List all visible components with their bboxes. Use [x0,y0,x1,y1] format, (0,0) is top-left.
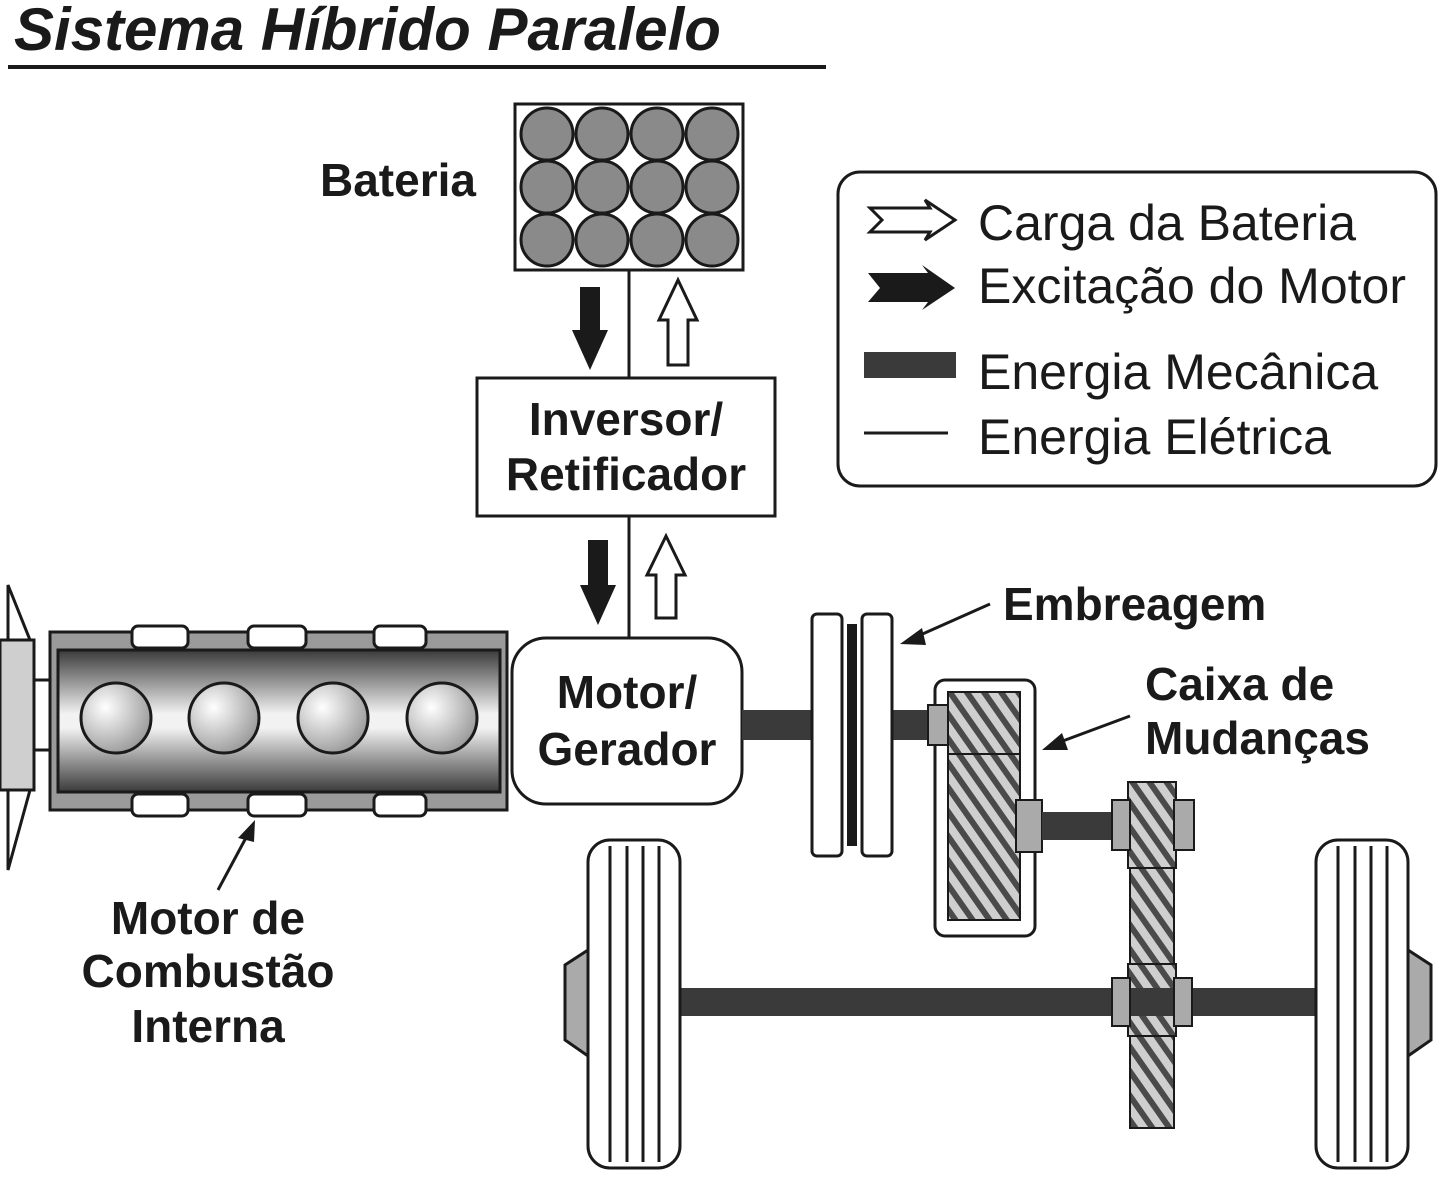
engine-label-line1: Motor de [111,892,305,944]
battery-cell-icon [519,106,575,162]
battery-charge-arrow-icon [656,276,700,367]
piston-icon [187,681,261,755]
inverter-label-line1: Inversor/ [529,393,724,445]
battery-pack [513,102,745,272]
shaft-motor-clutch [742,710,812,740]
gearbox [927,678,1043,938]
battery-charge-arrow-icon [644,532,688,620]
gear-icon [1129,867,1175,965]
engine-label-line2: Combustão [82,945,335,997]
combustion-engine [48,624,509,818]
legend-drive-arrow-icon [868,265,955,310]
battery-cell-icon [629,159,685,215]
battery-cell-icon [629,212,685,268]
shaft-clutch-gearbox [890,710,930,740]
clutch-label: Embreagem [1003,578,1266,630]
engine-pointer-line [216,833,250,891]
battery-cell-icon [519,212,575,268]
gear-icon [947,753,1021,921]
piston-icon [296,681,370,755]
engine-fan [0,584,54,871]
clutch-pointer-line [917,602,991,638]
battery-cell-icon [574,159,630,215]
clutch-pointer-arrowhead-icon [900,628,926,645]
differential-gears [1111,781,1195,1129]
legend-charge-arrow-icon [866,198,958,242]
battery-cell-icon [629,106,685,162]
legend: Carga da Bateria Excitação do Motor Ener… [836,170,1438,488]
battery-cell-icon [684,212,740,268]
battery-cell-icon [574,106,630,162]
piston-icon [79,681,153,755]
engine-pointer-arrowhead-icon [238,820,255,842]
gearbox-label-line2: Mudanças [1145,712,1370,764]
legend-mechanical-energy: Energia Mecânica [978,344,1378,400]
wheel-right [1314,838,1433,1170]
legend-electrical-energy: Energia Elétrica [978,409,1331,465]
battery-cell-icon [684,106,740,162]
inverter-label-line2: Retificador [506,448,746,500]
wheel-left [563,838,682,1170]
shaft-gearbox-differential [1042,812,1118,840]
clutch [810,612,894,858]
gear-icon [947,691,1021,755]
diagram-title: Sistema Híbrido Paralelo [14,0,721,63]
gearbox-label-line1: Caixa de [1145,658,1334,710]
motor-label-line1: Motor/ [557,666,698,718]
legend-motor-drive: Excitação do Motor [978,258,1406,314]
motor-label-line2: Gerador [538,723,717,775]
engine-label-line3: Interna [131,1000,285,1052]
legend-mechanical-swatch [864,352,956,378]
motor-generator-box: Motor/ Gerador [510,636,744,806]
gear-icon [1127,781,1177,869]
piston-icon [405,681,479,755]
drive-axle [678,988,1318,1016]
battery-label: Bateria [320,154,476,206]
inverter-rectifier-box: Inversor/ Retificador [475,376,777,518]
gear-icon [1129,1035,1175,1129]
battery-cells [519,106,740,268]
battery-cell-icon [574,212,630,268]
gearbox-pointer-arrowhead-icon [1042,733,1068,750]
legend-battery-charge: Carga da Bateria [978,195,1356,251]
battery-cell-icon [684,159,740,215]
motor-drive-arrow-icon [580,540,616,625]
motor-drive-arrow-icon [572,287,608,370]
battery-cell-icon [519,159,575,215]
gearbox-pointer-line [1059,714,1131,744]
